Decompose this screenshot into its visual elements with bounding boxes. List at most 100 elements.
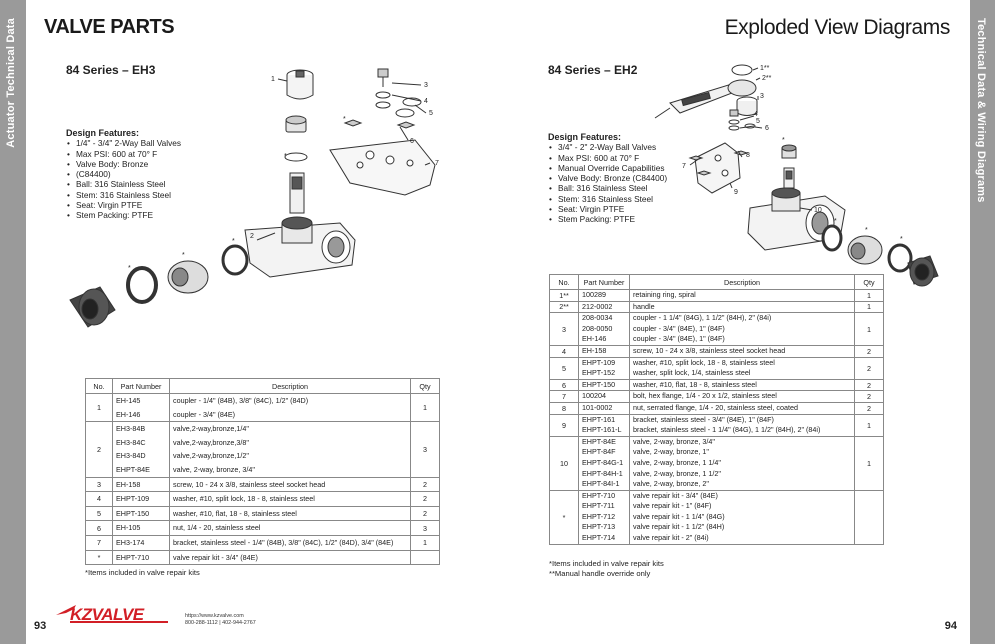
description: washer, split lock, 1/4, stainless steel	[633, 368, 751, 378]
col-part-number: Part Number	[112, 378, 170, 394]
callout-9-right: 9	[734, 189, 738, 196]
feature-item: Max PSI: 600 at 70° F	[549, 153, 688, 164]
left-exploded-diagram: 1 3 4 5 6 7 2 * * * * *	[69, 68, 439, 328]
cell-description: handle	[629, 300, 855, 314]
cell-part-number: EHPT-150	[578, 378, 630, 392]
cell-description: bolt, hex flange, 1/4 - 20 x 1/2, stainl…	[629, 390, 855, 403]
cell-description: washer, #10, flat, 18 - 8, stainless ste…	[629, 378, 855, 392]
end-cap-part	[69, 286, 116, 328]
part-number: EH-146	[116, 409, 141, 419]
part-number: EHPT-84E	[582, 436, 616, 446]
callout-8-right: 8	[746, 152, 750, 159]
right-exploded-diagram: 1** 2** 3 4 5 6 7 8 9 10 * * * *	[654, 64, 939, 287]
part-number: EHPT-711	[582, 501, 615, 511]
callout-star-5: *	[343, 116, 346, 123]
col-no: No.	[85, 378, 113, 394]
callout-5-right: 5	[756, 118, 760, 125]
part-number: EH-146	[582, 334, 607, 344]
part-number: EHPT-714	[582, 533, 616, 543]
description: bracket, stainless steel - 1 1/4" (84G),…	[633, 425, 821, 435]
coupler-part-right	[736, 96, 758, 116]
callout-3: 3	[424, 82, 428, 89]
cell-qty: 2	[854, 401, 884, 415]
part-number: EHPT-713	[582, 522, 616, 532]
part-number: EHPT-161	[582, 414, 616, 424]
description: valve, 2-way, bronze, 2"	[633, 479, 709, 489]
description: valve repair kit - 1 1/2" (84H)	[633, 522, 725, 532]
right-page-number: 94	[944, 620, 957, 632]
stem-part-right	[781, 144, 797, 189]
description: nut, serrated flange, 1/4 - 20, stainles…	[633, 402, 799, 412]
part-number: EHPT-109	[116, 494, 150, 504]
description: retaining ring, spiral	[633, 290, 696, 299]
part-number: 101-0002	[582, 402, 613, 412]
cell-description: washer, #10, flat, 18 - 8, stainless ste…	[169, 505, 411, 522]
cell-description: bracket, stainless steel - 3/4" (84E), 1…	[629, 413, 855, 437]
part-number: EHPT-84G-1	[582, 457, 624, 467]
description: handle	[633, 301, 655, 311]
valve-body-right	[747, 187, 846, 251]
cell-part-number: EH-158	[112, 476, 170, 493]
callout-6-right: 6	[765, 125, 769, 132]
description: screw, 10 - 24 x 3/8, stainless steel so…	[173, 479, 326, 489]
cell-no: 5	[549, 356, 579, 380]
callout-7-right: 7	[682, 163, 686, 170]
cell-qty: 2	[410, 505, 440, 522]
right-features-list: 3/4" - 2" 2-Way Ball ValvesMax PSI: 600 …	[548, 142, 688, 225]
cell-qty: 1	[410, 534, 440, 551]
part-number: EHPT-109	[582, 357, 616, 367]
feature-item: Ball: 316 Stainless Steel	[67, 179, 196, 190]
description: nut, 1/4 - 20, stainless steel	[173, 523, 261, 533]
part-number: EH-158	[116, 479, 141, 489]
packing-nut-part	[285, 115, 307, 133]
part-number: EHPT-84I-1	[582, 479, 620, 489]
cell-no: 7	[85, 534, 113, 551]
bracket-part-right	[694, 142, 741, 194]
cell-no: *	[85, 549, 113, 566]
description: valve repair kit - 1 1/4" (84G)	[633, 511, 725, 521]
description: washer, #10, flat, 18 - 8, stainless ste…	[173, 508, 297, 518]
description: coupler - 1/4" (84B), 3/8" (84C), 1/2" (…	[173, 396, 309, 405]
website-link[interactable]: https://www.kzvalve.com	[185, 613, 244, 619]
ball-part-right	[847, 235, 883, 265]
cell-no: 3	[549, 312, 579, 346]
cell-no: 7	[549, 390, 579, 403]
cell-qty: 2	[854, 356, 884, 380]
description: coupler - 1 1/4" (84G), 1 1/2" (84H), 2"…	[633, 313, 772, 323]
cell-description: coupler - 1/4" (84B), 3/8" (84C), 1/2" (…	[169, 392, 411, 423]
col-description-right: Description	[629, 274, 855, 290]
callout-7: 7	[435, 160, 439, 167]
part-number: EHPT-84F	[582, 447, 616, 457]
cell-no: 1	[85, 392, 113, 423]
cell-no: 9	[549, 413, 579, 437]
left-page-number: 93	[34, 620, 47, 632]
cell-part-number: EHPT-150	[112, 505, 170, 522]
cell-description: retaining ring, spiral	[629, 289, 855, 302]
feature-item: Manual Override Capabilities	[549, 163, 688, 174]
feature-item: Seat: Virgin PTFE	[67, 200, 196, 211]
callout-star-3: *	[182, 252, 185, 259]
bracket-part	[329, 139, 436, 196]
part-number: EHPT-161-L	[582, 425, 622, 435]
callout-6: 6	[410, 138, 414, 145]
cell-no: 5	[85, 505, 113, 522]
cell-no: 4	[549, 344, 579, 358]
cell-description: screw, 10 - 24 x 3/8, stainless steel so…	[629, 344, 855, 358]
cell-qty: 3	[410, 520, 440, 536]
feature-item: Valve Body: Bronze	[67, 159, 196, 170]
